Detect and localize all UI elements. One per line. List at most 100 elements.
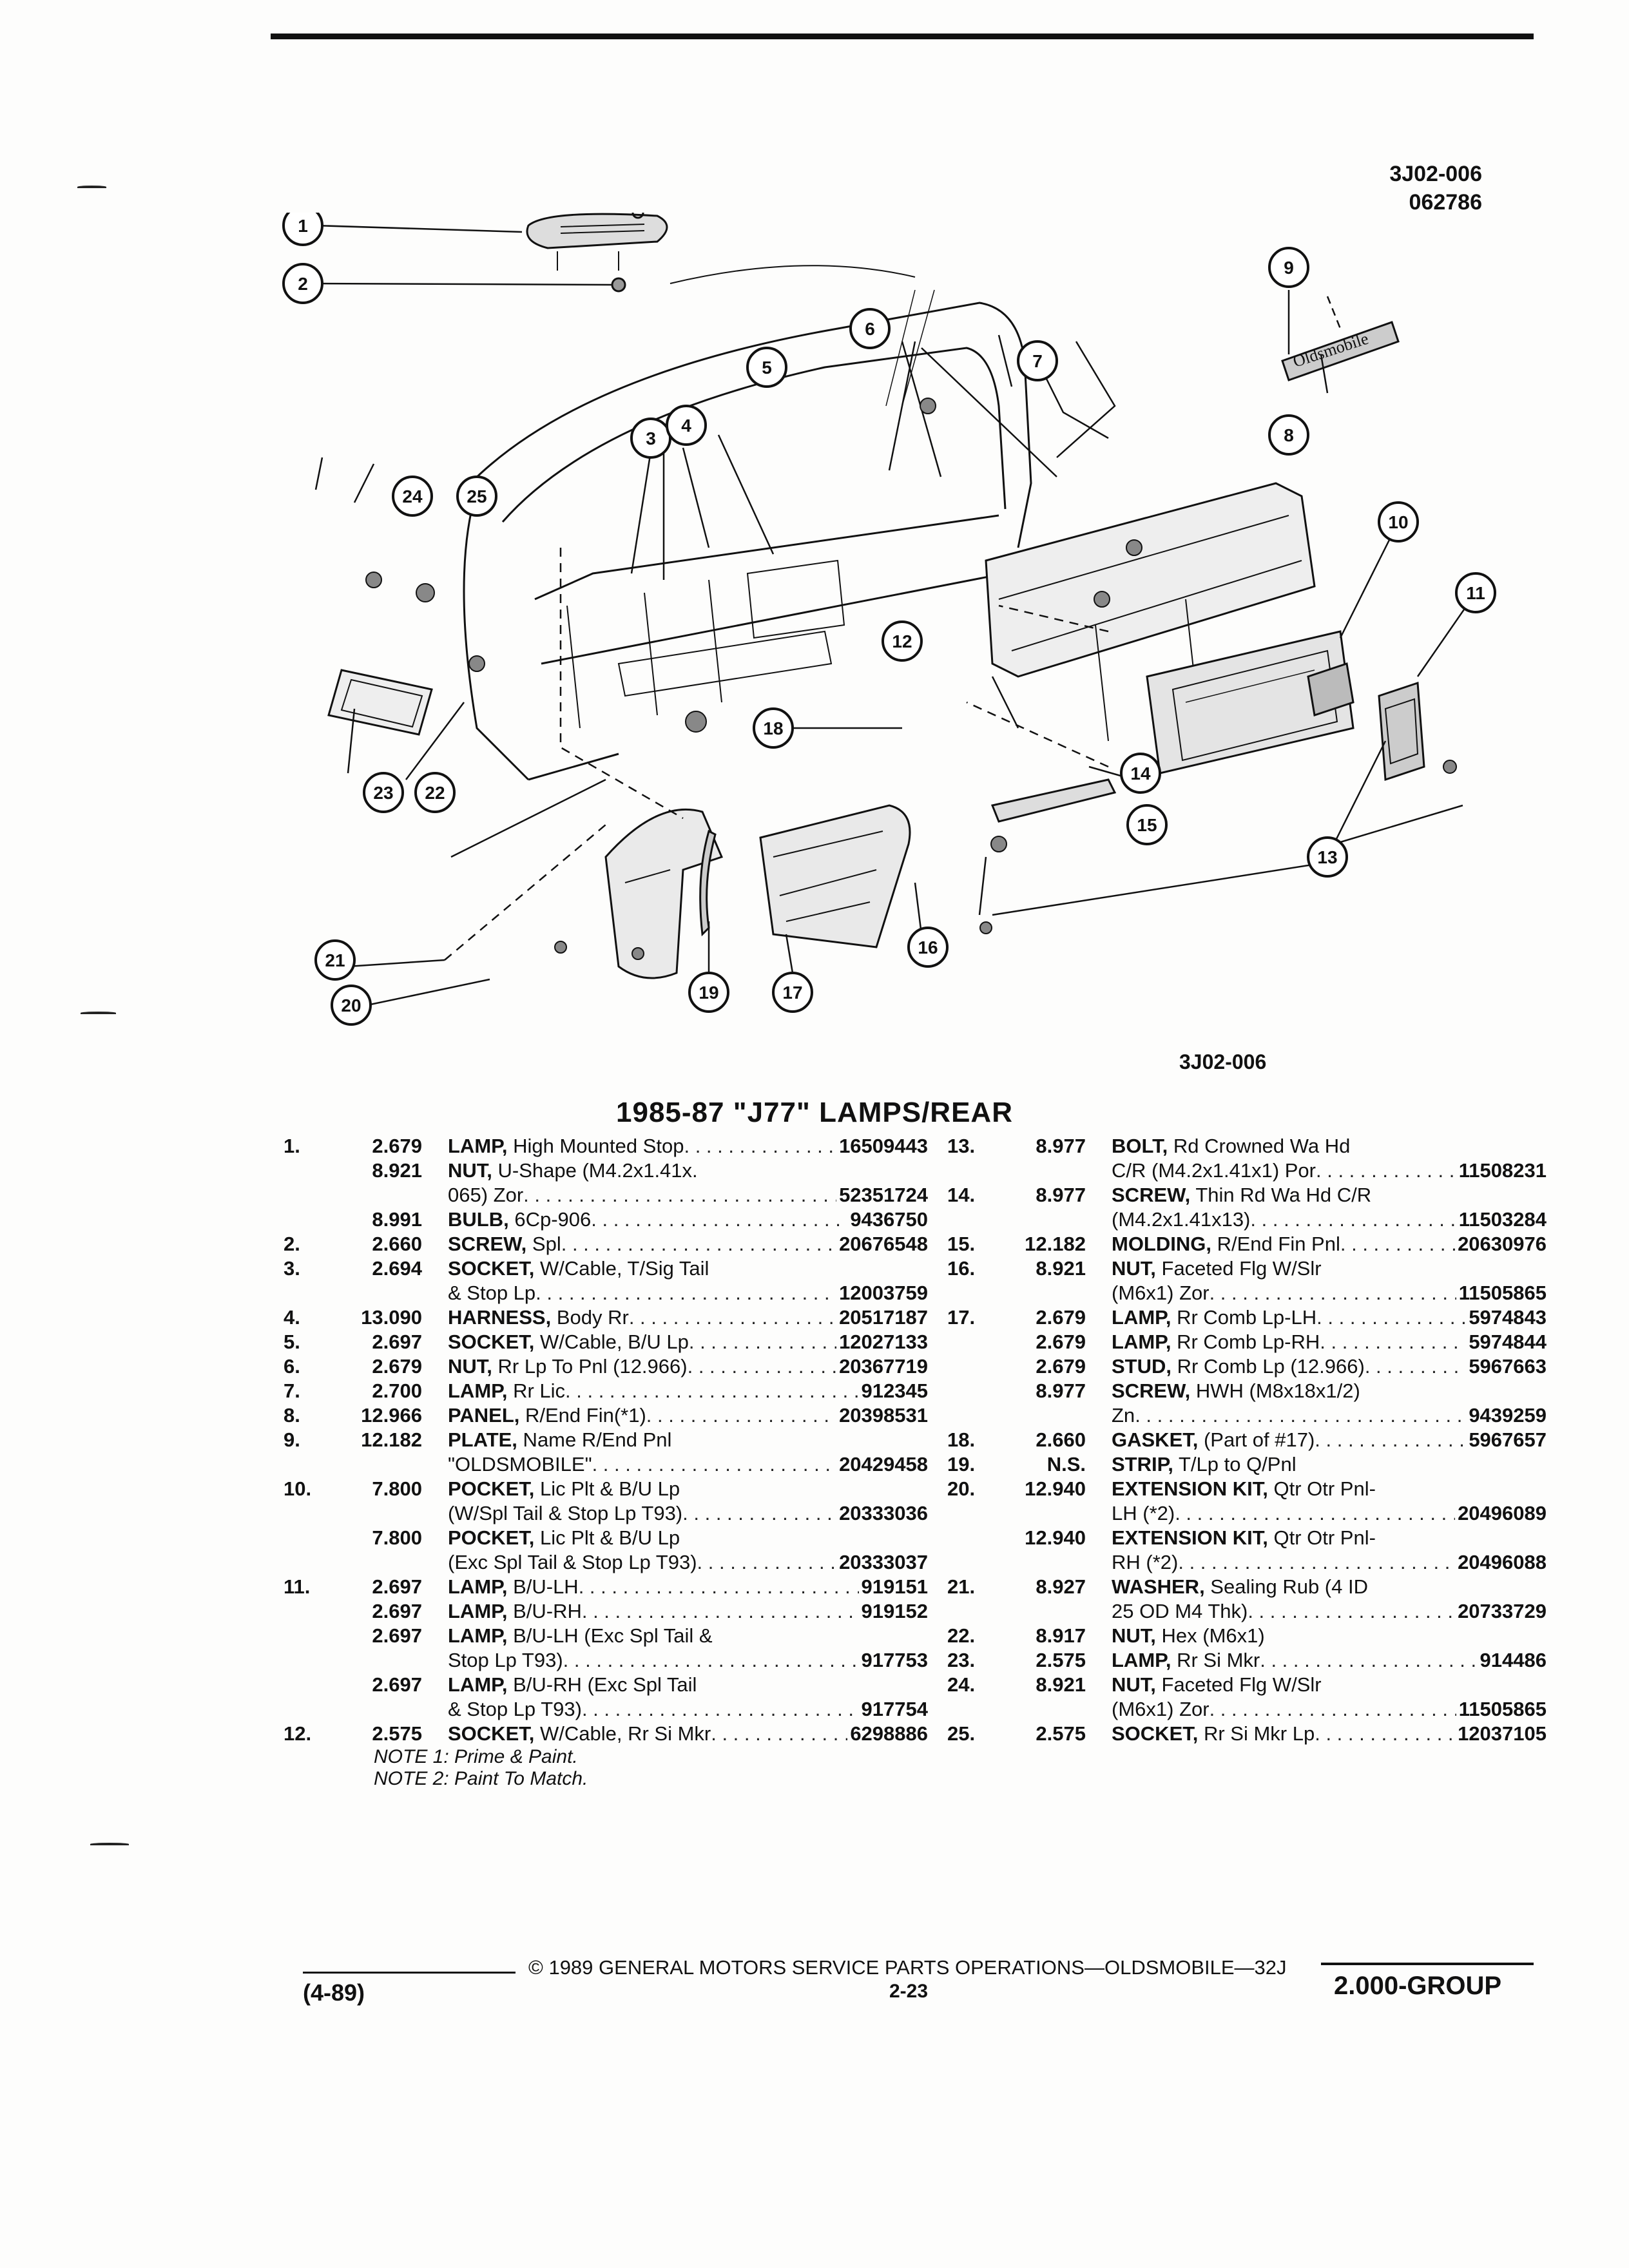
part-name: NUT, xyxy=(1112,1673,1156,1696)
item-number: 16. xyxy=(947,1257,976,1280)
footer-rule-left xyxy=(303,1972,516,1974)
parts-row: (M4.2x1.41x13) 11503284 xyxy=(947,1207,1547,1232)
item-description: LAMP, Rr Si Mkr914486 xyxy=(1112,1648,1547,1673)
part-number: 917753 xyxy=(861,1649,928,1671)
item-description: NUT, U-Shape (M4.2x1.41x. xyxy=(448,1158,928,1183)
callout-circle xyxy=(314,939,356,981)
part-detail: B/U-LH (Exc Spl Tail & xyxy=(507,1624,713,1647)
part-name: MOLDING, xyxy=(1112,1233,1211,1255)
group-number: 2.697 xyxy=(372,1624,422,1647)
leader-dots xyxy=(1316,1158,1456,1183)
item-description: BULB, 6Cp-9069436750 xyxy=(448,1207,928,1232)
part-name: SCREW, xyxy=(1112,1184,1191,1206)
callout-label: 7 xyxy=(1032,351,1043,371)
callout-label: 25 xyxy=(467,486,487,506)
callout-10: 10 xyxy=(1378,501,1419,543)
part-number: 20496089 xyxy=(1458,1502,1547,1524)
part-name: STRIP, xyxy=(1112,1453,1173,1475)
item-description: PLATE, Name R/End Pnl xyxy=(448,1428,928,1452)
parts-row: 2.697 LAMP, B/U-RH (Exc Spl Tail xyxy=(284,1673,928,1697)
group-number: 12.182 xyxy=(1025,1233,1086,1255)
item-description: STRIP, T/Lp to Q/Pnl xyxy=(1112,1452,1547,1477)
parts-row: & Stop Lp T93)917754 xyxy=(284,1697,928,1722)
item-description: NUT, Faceted Flg W/Slr xyxy=(1112,1256,1547,1281)
callout-circle xyxy=(331,985,372,1026)
part-number: 919151 xyxy=(861,1575,928,1598)
leader-dots xyxy=(1316,1305,1466,1330)
callout-circle xyxy=(688,972,729,1013)
item-number: 7. xyxy=(284,1379,300,1402)
group-number: 8.917 xyxy=(1036,1624,1086,1647)
item-description: 25 OD M4 Thk)20733729 xyxy=(1112,1599,1547,1624)
item-number: 3. xyxy=(284,1257,300,1280)
item-description: STUD, Rr Comb Lp (12.966)5967663 xyxy=(1112,1354,1547,1379)
group-number: 2.679 xyxy=(372,1135,422,1157)
item-description: WASHER, Sealing Rub (4 ID xyxy=(1112,1575,1547,1599)
part-number: 20733729 xyxy=(1458,1600,1547,1622)
callout-circle xyxy=(907,927,949,968)
part-detail: (M4.2x1.41x13) xyxy=(1112,1208,1251,1231)
callout-circle xyxy=(1378,501,1419,543)
group-number: 2.697 xyxy=(372,1673,422,1696)
nameplate: Oldsmobile xyxy=(1281,321,1400,381)
part-detail: C/R (M4.2x1.41x1) Por xyxy=(1112,1159,1316,1182)
part-detail: Stop Lp T93) xyxy=(448,1649,563,1671)
part-detail: T/Lp to Q/Pnl xyxy=(1173,1453,1296,1475)
part-detail: Rr Lic xyxy=(507,1379,566,1402)
part-number: 16509443 xyxy=(839,1135,928,1157)
part-number: 6298886 xyxy=(850,1722,928,1745)
rear-end-panel xyxy=(985,482,1316,742)
part-number: 20676548 xyxy=(839,1233,928,1255)
callout-circle xyxy=(746,347,787,388)
callout-label: 8 xyxy=(1284,425,1294,445)
item-description: MOLDING, R/End Fin Pnl20630976 xyxy=(1112,1232,1547,1256)
callout-circle xyxy=(363,772,404,813)
part-number: 20333037 xyxy=(839,1551,928,1573)
parts-row: "OLDSMOBILE"20429458 xyxy=(284,1452,928,1477)
group-number: 2.679 xyxy=(1036,1331,1086,1353)
callout-8: 8 xyxy=(1268,414,1309,456)
item-description: LAMP, Rr Comb Lp-LH5974843 xyxy=(1112,1305,1547,1330)
item-description: LAMP, High Mounted Stop16509443 xyxy=(448,1134,928,1158)
callout-circle xyxy=(392,476,433,517)
callout-circle xyxy=(882,620,923,662)
callout-circle xyxy=(282,213,323,246)
callout-9: 9 xyxy=(1268,247,1309,288)
leader-dots xyxy=(1210,1697,1456,1722)
callout-5: 5 xyxy=(746,347,787,388)
group-number: 8.977 xyxy=(1036,1184,1086,1206)
part-number: 12003759 xyxy=(839,1282,928,1304)
item-number: 11. xyxy=(284,1575,311,1598)
part-detail: Faceted Flg W/Slr xyxy=(1155,1257,1322,1280)
part-detail: U-Shape (M4.2x1.41x. xyxy=(492,1159,698,1182)
leader-dots xyxy=(535,1281,836,1305)
part-number: 11503284 xyxy=(1458,1208,1547,1231)
page-title: 1985-87 "J77" LAMPS/REAR xyxy=(616,1097,1013,1128)
part-number: 11508231 xyxy=(1458,1159,1547,1182)
part-detail: W/Cable, T/Sig Tail xyxy=(534,1257,709,1280)
callout-16: 16 xyxy=(907,927,949,968)
footer-group: 2.000-GROUP xyxy=(1334,1972,1502,2000)
group-number: 8.927 xyxy=(1036,1575,1086,1598)
part-number: 20333036 xyxy=(839,1502,928,1524)
callout-circle xyxy=(1455,572,1496,613)
callout-circle xyxy=(1268,247,1309,288)
group-number: 12.966 xyxy=(361,1404,422,1427)
item-description: LAMP, B/U-RH (Exc Spl Tail xyxy=(448,1673,928,1697)
part-detail: Name R/End Pnl xyxy=(517,1428,672,1451)
leader-dots xyxy=(689,1330,836,1354)
part-name: WASHER, xyxy=(1112,1575,1205,1598)
part-detail: Zn xyxy=(1112,1404,1135,1427)
callout-circle xyxy=(849,308,891,349)
part-number: 11505865 xyxy=(1458,1698,1547,1720)
